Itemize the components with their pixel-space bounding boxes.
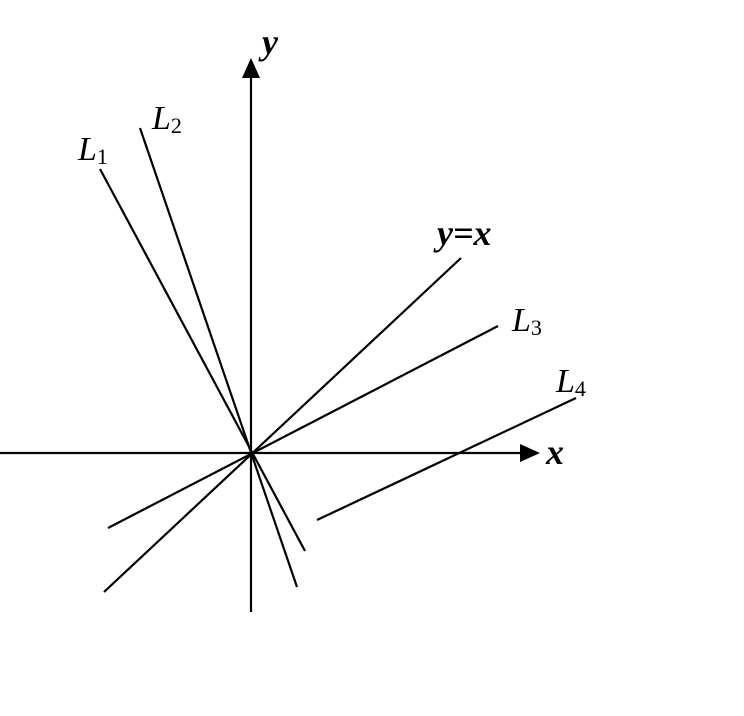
label-l1-sub: 1: [97, 144, 108, 169]
line-l4: [316, 397, 577, 521]
label-l3: L3: [511, 302, 542, 340]
x-axis-label: x: [545, 432, 564, 472]
line-y-equals-x: [103, 257, 462, 593]
label-l4-base: L: [555, 363, 575, 400]
label-l3-base: L: [511, 302, 531, 339]
label-l3-sub: 3: [531, 315, 542, 340]
label-l1: L1: [77, 131, 108, 169]
label-y-equals-x: y=x: [433, 213, 492, 253]
label-l1-base: L: [77, 131, 97, 168]
label-l2: L2: [151, 100, 182, 138]
label-l2-sub: 2: [171, 113, 182, 138]
line-l3: [107, 325, 499, 529]
label-l4: L4: [555, 363, 586, 401]
y-axis-label: y: [258, 22, 279, 62]
label-l2-base: L: [151, 100, 171, 137]
line-l1: [99, 168, 306, 552]
y-axis-arrowhead: [242, 58, 260, 78]
label-l4-sub: 4: [575, 376, 586, 401]
x-axis-arrowhead: [520, 444, 540, 462]
line-l2: [138, 127, 299, 588]
